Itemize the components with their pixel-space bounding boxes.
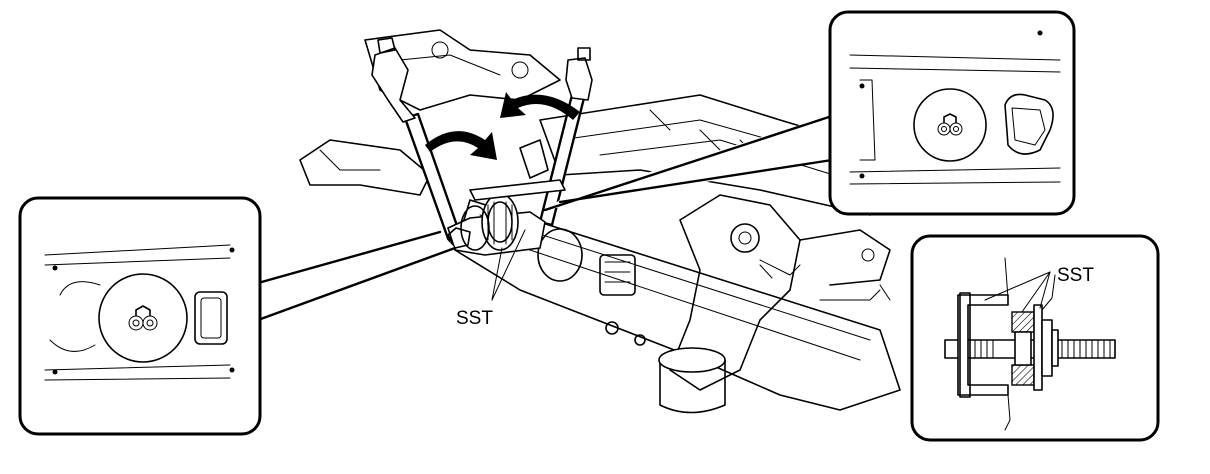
sst-detail-leader-lines: [984, 271, 1051, 313]
double-hex-nut-icon: [128, 305, 158, 331]
sst-tool: [371, 37, 593, 256]
left-detail-callout: [18, 196, 262, 436]
left-callout-pointer: [256, 230, 457, 322]
sst-main-label: SST: [456, 308, 493, 329]
sst-leader-lines: [491, 229, 526, 301]
rear-suspension-member: [299, 29, 901, 414]
double-hex-nut-icon: [937, 113, 963, 136]
top-right-detail-callout: [828, 10, 1076, 216]
right-callout-pointer: [543, 114, 834, 212]
curved-arrow-icon: [425, 92, 580, 160]
sst-detail-label: SST: [1057, 265, 1094, 286]
section-detail-callout: [910, 234, 1160, 442]
